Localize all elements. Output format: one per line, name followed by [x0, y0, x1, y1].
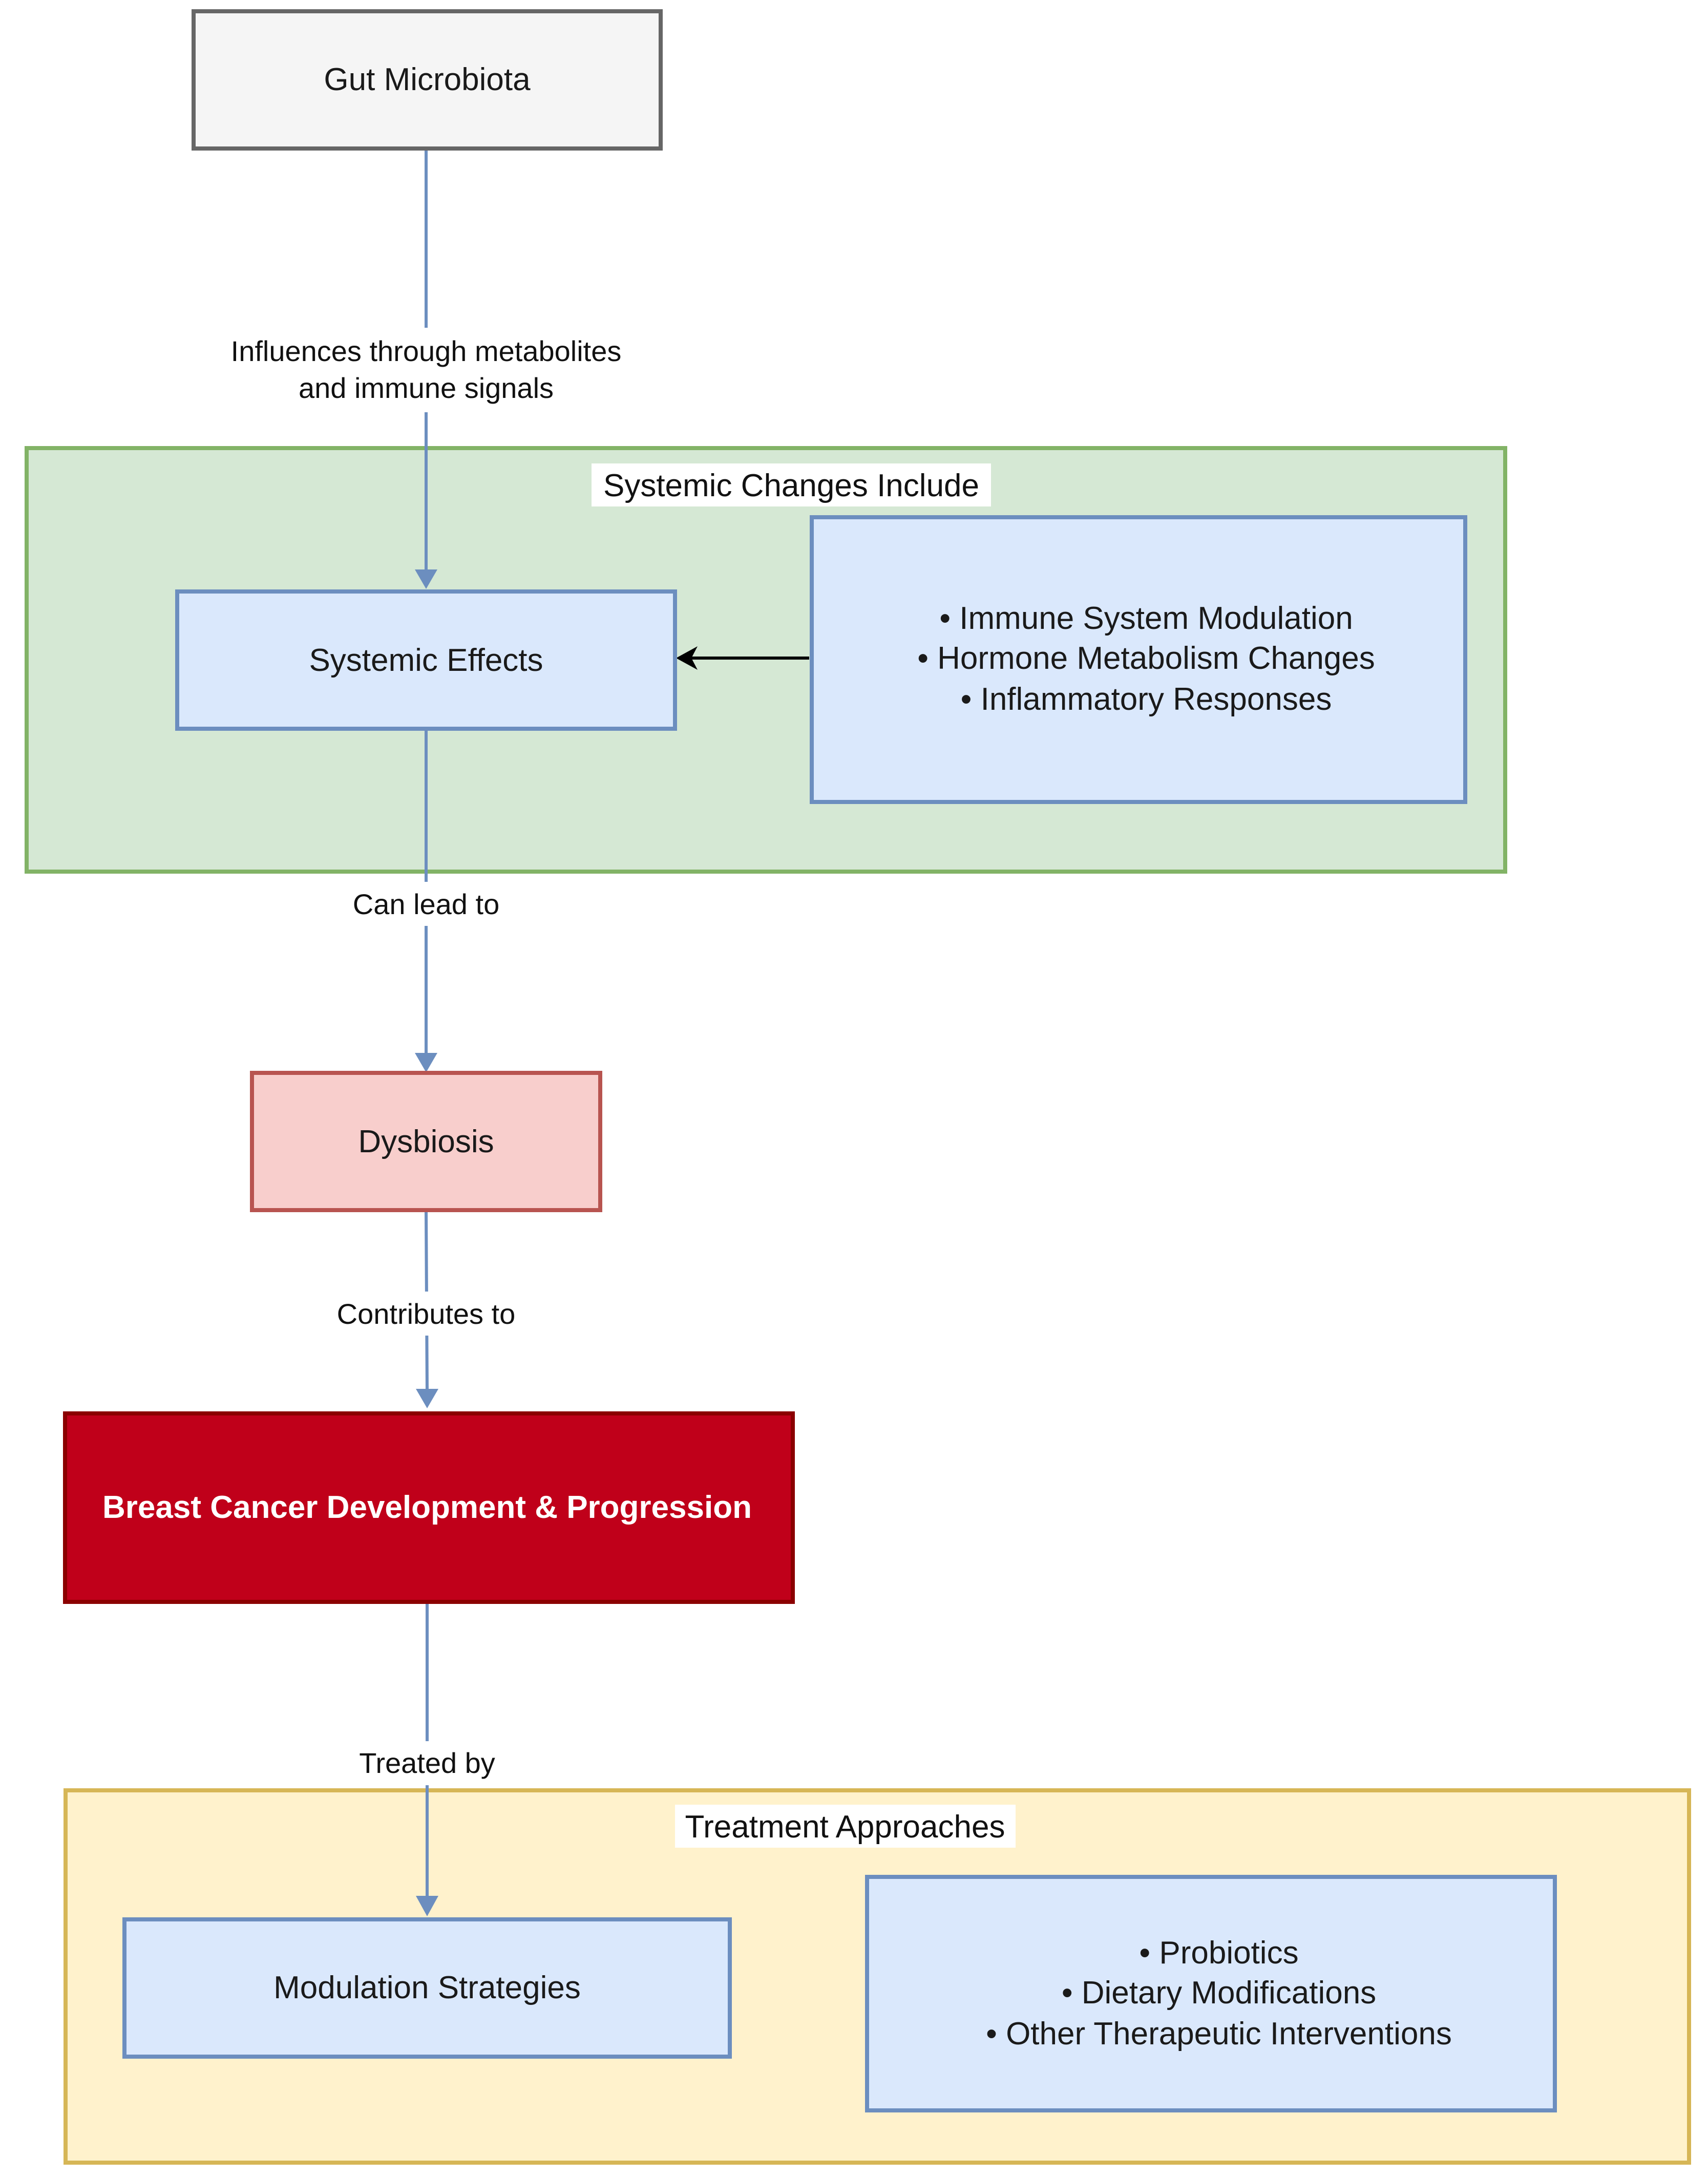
list-item-probiotics: • Probiotics — [1139, 1935, 1298, 1971]
arrowhead — [416, 1896, 438, 1916]
node-label-systemic-effects: Systemic Effects — [309, 643, 543, 678]
edge-label-bg — [207, 328, 645, 412]
node-label-gut-microbiota: Gut Microbiota — [324, 62, 531, 97]
node-systemic-effects: Systemic Effects — [175, 589, 677, 731]
edge-label-bg — [348, 1741, 507, 1785]
edge-label-bg — [338, 882, 515, 926]
systemic-changes-title-bg — [592, 463, 991, 506]
node-breast-cancer: Breast Cancer Development & Progression — [63, 1411, 795, 1604]
edge-cancer-to-modulation: Treated by — [348, 1602, 507, 1916]
list-item-inflammatory: • Inflammatory Responses — [961, 682, 1332, 717]
arrowhead — [415, 1053, 437, 1072]
edge-label-influences-line2: and immune signals — [299, 372, 554, 404]
edge-label-contributes-to: Contributes to — [337, 1298, 516, 1330]
list-item-immune: • Immune System Modulation — [939, 601, 1353, 636]
node-modulation-strategies: Modulation Strategies — [122, 1917, 732, 2059]
node-treatment-list: • Probiotics • Dietary Modifications • O… — [865, 1875, 1557, 2112]
node-box — [63, 1411, 795, 1604]
arrowhead — [676, 646, 698, 670]
node-systemic-changes-list: • Immune System Modulation • Hormone Met… — [810, 515, 1467, 804]
edge-label-treated-by: Treated by — [359, 1747, 495, 1779]
systemic-changes-title: Systemic Changes Include — [603, 468, 979, 503]
node-box — [250, 1071, 602, 1212]
edge-dysbiosis-to-cancer: Contributes to — [323, 1211, 533, 1408]
arrowhead — [416, 1389, 438, 1408]
node-box — [175, 589, 677, 731]
node-label-modulation-strategies: Modulation Strategies — [273, 1970, 581, 2005]
node-label-breast-cancer: Breast Cancer Development & Progression — [102, 1490, 752, 1525]
node-box — [865, 1875, 1557, 2112]
edge-label-influences-line1: Influences through metabolites — [231, 335, 622, 367]
node-label-dysbiosis: Dysbiosis — [358, 1124, 494, 1159]
list-item-other: • Other Therapeutic Interventions — [986, 2016, 1452, 2052]
edge-label-bg — [323, 1292, 533, 1336]
edge-label-can-lead-to: Can lead to — [353, 888, 499, 920]
edge-microbiota-to-systemic: Influences through metabolites and immun… — [207, 149, 645, 589]
treatment-approaches-title-bg — [675, 1805, 1016, 1848]
edge-systemic-to-dysbiosis: Can lead to — [338, 729, 515, 1072]
node-box — [192, 9, 663, 151]
node-box — [810, 515, 1467, 804]
node-box — [122, 1917, 732, 2059]
arrowhead — [415, 569, 437, 589]
edge-changes-to-systemic — [676, 646, 809, 670]
treatment-approaches-title: Treatment Approaches — [685, 1809, 1005, 1845]
list-item-dietary: • Dietary Modifications — [1062, 1975, 1376, 2011]
list-item-hormone: • Hormone Metabolism Changes — [917, 641, 1375, 676]
node-gut-microbiota: Gut Microbiota — [192, 9, 663, 151]
node-dysbiosis: Dysbiosis — [250, 1071, 602, 1212]
